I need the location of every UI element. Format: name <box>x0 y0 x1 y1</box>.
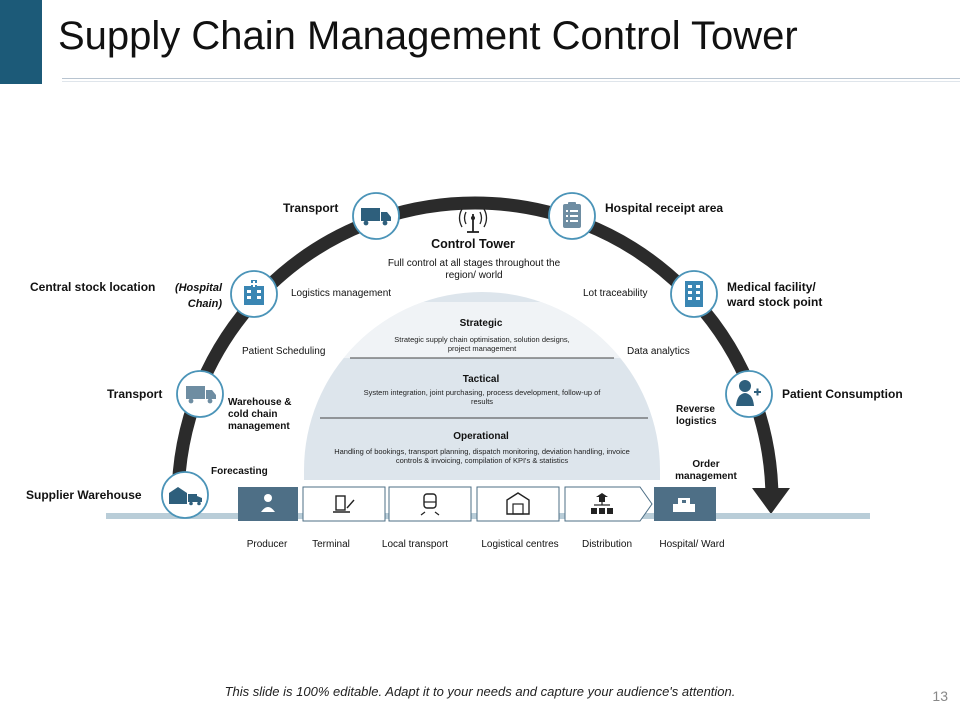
logistics-management-label: Logistics management <box>291 288 392 299</box>
strategic-text: Strategic supply chain optimisation, sol… <box>394 335 570 353</box>
truck-icon <box>186 386 216 404</box>
page-number: 13 <box>932 688 948 704</box>
stage-box-logistical-centres <box>476 486 560 522</box>
accent-bar <box>0 0 42 84</box>
stage-label-terminal: Terminal <box>312 539 350 550</box>
stage-label-local-transport: Local transport <box>381 539 449 550</box>
reverse-logistics-label: Reverse logistics <box>676 404 717 427</box>
truck-icon <box>361 208 391 226</box>
medical-facility-node <box>670 270 718 318</box>
stage-box-local-transport <box>388 486 472 522</box>
central-stock-note: (Hospital Chain) <box>174 282 222 310</box>
stage-box-hospital-ward <box>654 487 716 521</box>
clipboard-icon <box>563 202 581 228</box>
stage-label-distribution: Distribution <box>581 539 633 550</box>
hospital-receipt-label: Hospital receipt area <box>605 201 724 215</box>
arc-arrowhead <box>752 488 790 514</box>
forecasting-label: Forecasting <box>211 466 268 477</box>
footer-note: This slide is 100% editable. Adapt it to… <box>224 684 736 699</box>
patient-scheduling-label: Patient Scheduling <box>242 346 326 357</box>
transport-left-label: Transport <box>107 387 163 401</box>
data-analytics-label: Data analytics <box>627 346 690 357</box>
building-icon <box>685 281 703 307</box>
strategic-title: Strategic <box>459 318 503 329</box>
control-tower-subtitle: Full control at all stages throughout th… <box>387 258 561 281</box>
transport-top-label: Transport <box>283 201 339 215</box>
doctor-icon <box>736 380 761 406</box>
central-stock-label: Central stock location <box>30 280 156 294</box>
medical-facility-label: Medical facility/ ward stock point <box>727 280 823 309</box>
page-title: Supply Chain Management Control Tower <box>58 14 798 58</box>
title-divider-secondary <box>62 81 960 82</box>
control-tower-title: Control Tower <box>431 237 515 251</box>
order-management-label: Order management <box>675 459 737 482</box>
process-arc <box>171 196 779 501</box>
tactical-text: System integration, joint purchasing, pr… <box>363 388 601 406</box>
stage-label-hospital-ward: Hospital/ Ward <box>659 539 725 550</box>
transport-left-node <box>176 370 224 418</box>
warehouse-icon <box>169 487 202 506</box>
warehouse-cold-chain-label: Warehouse & cold chain management <box>228 397 292 432</box>
tactical-title: Tactical <box>462 374 500 385</box>
patient-consumption-node <box>725 370 773 418</box>
supplier-warehouse-node <box>161 471 209 519</box>
hospital-icon <box>244 280 264 305</box>
title-divider <box>62 78 960 79</box>
stage-label-logistical-centres: Logistical centres <box>481 539 559 550</box>
supplier-warehouse-label: Supplier Warehouse <box>26 488 142 502</box>
hospital-receipt-node <box>548 192 596 240</box>
stage-box-distribution <box>564 486 653 522</box>
central-stock-node <box>230 270 278 318</box>
transport-top-node <box>352 192 400 240</box>
operational-text: Handling of bookings, transport planning… <box>334 447 630 465</box>
lot-traceability-label: Lot traceability <box>583 288 648 299</box>
stage-box-terminal <box>302 486 386 522</box>
stage-label-producer: Producer <box>246 539 288 550</box>
stage-box-producer <box>238 487 298 521</box>
antenna-icon <box>458 208 488 233</box>
patient-consumption-label: Patient Consumption <box>782 387 903 401</box>
operational-title: Operational <box>453 431 509 442</box>
